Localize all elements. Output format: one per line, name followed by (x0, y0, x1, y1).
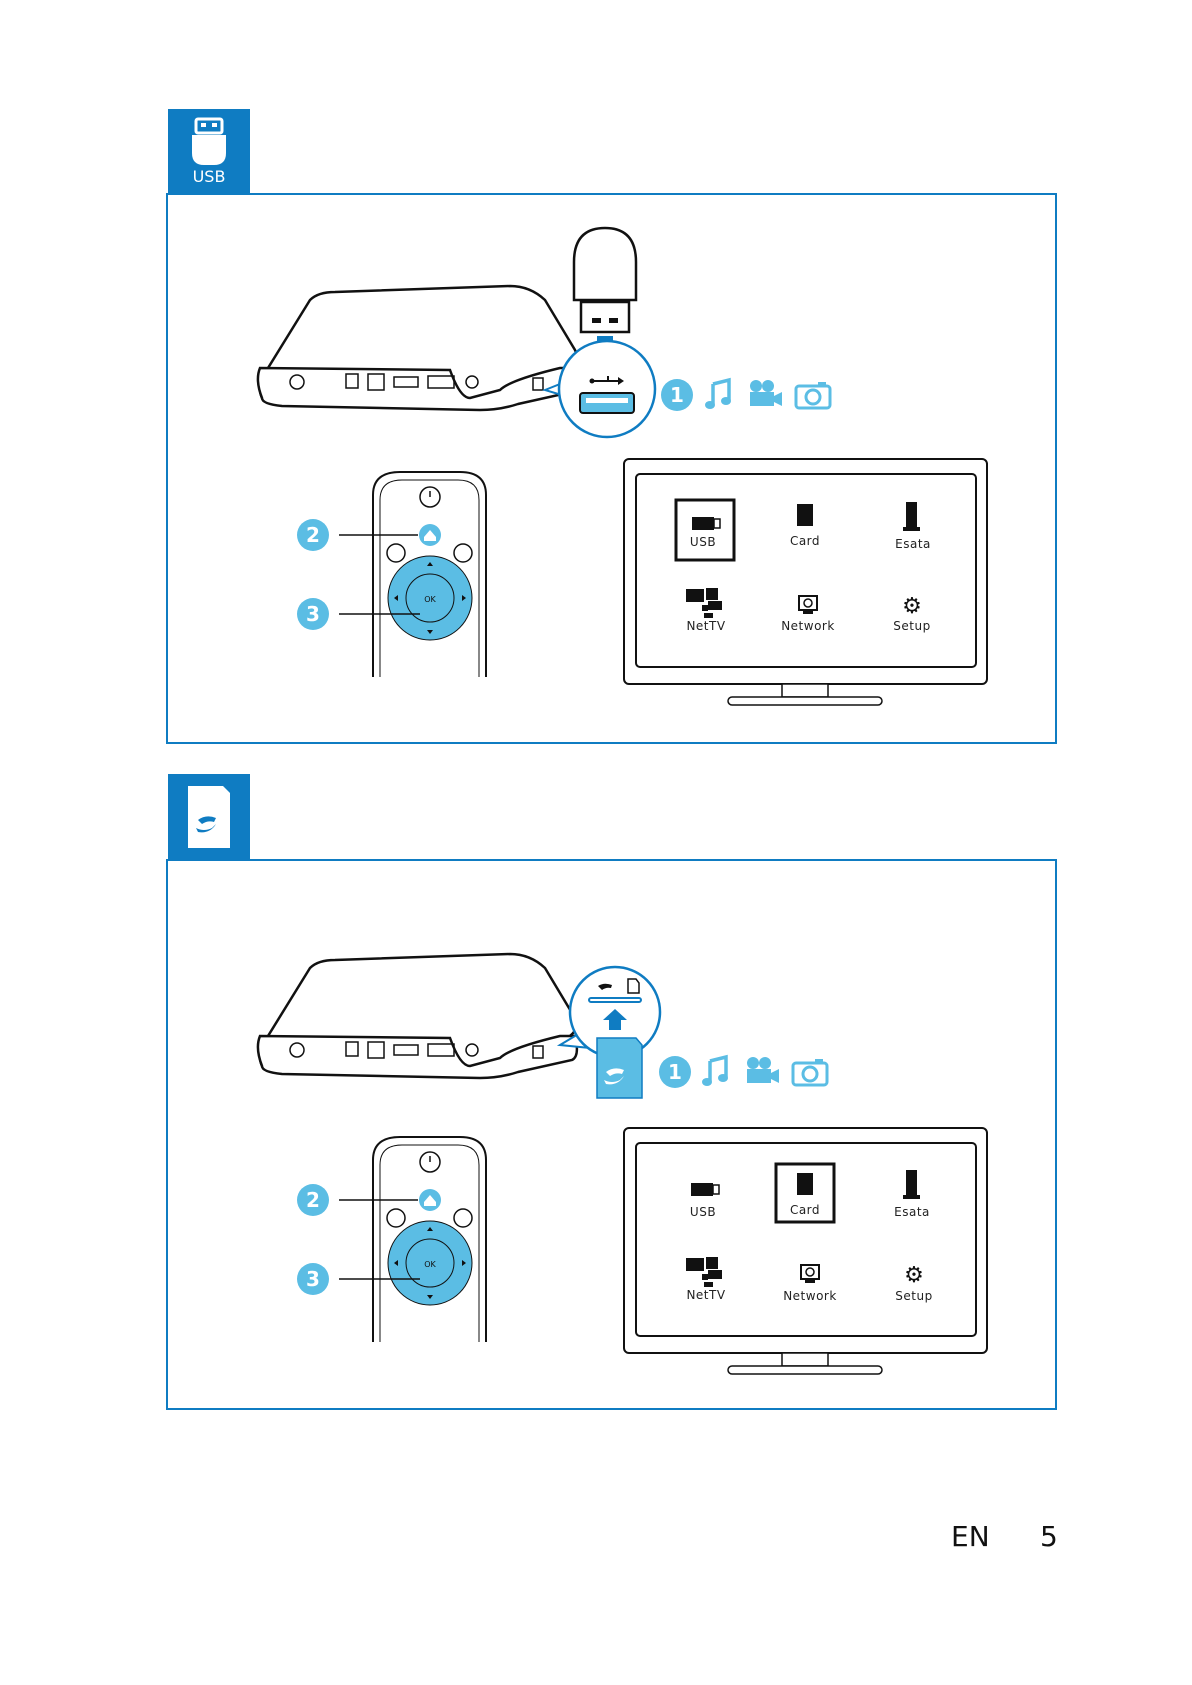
music-note-icon (702, 1057, 728, 1086)
menu-label-setup: Setup (895, 1289, 932, 1303)
photo-camera-icon (793, 1059, 827, 1085)
menu-label-usb: USB (690, 1205, 716, 1219)
ok-label: OK (424, 1260, 436, 1269)
sd-card-icon (797, 1173, 813, 1195)
sd-card (597, 1038, 642, 1098)
sd-illustration: 1 OK 2 3 (0, 0, 1192, 1420)
usb-icon (691, 1183, 713, 1196)
step-2-number: 2 (306, 1188, 320, 1212)
menu-label-card: Card (790, 1203, 820, 1217)
esata-icon (906, 1170, 917, 1196)
media-player (258, 954, 577, 1078)
step-3-number: 3 (306, 1267, 320, 1291)
footer-page-number: 5 (1040, 1520, 1058, 1553)
gear-icon: ⚙ (904, 1263, 924, 1288)
menu-label-esata: Esata (894, 1205, 930, 1219)
video-camera-icon (747, 1057, 779, 1083)
remote-control: OK (373, 1137, 486, 1342)
step-1: 1 (659, 1056, 691, 1088)
menu-label-network: Network (783, 1289, 837, 1303)
step-1-number: 1 (668, 1060, 682, 1084)
menu-label-nettv: NetTV (686, 1288, 725, 1302)
footer-language: EN (951, 1520, 990, 1553)
